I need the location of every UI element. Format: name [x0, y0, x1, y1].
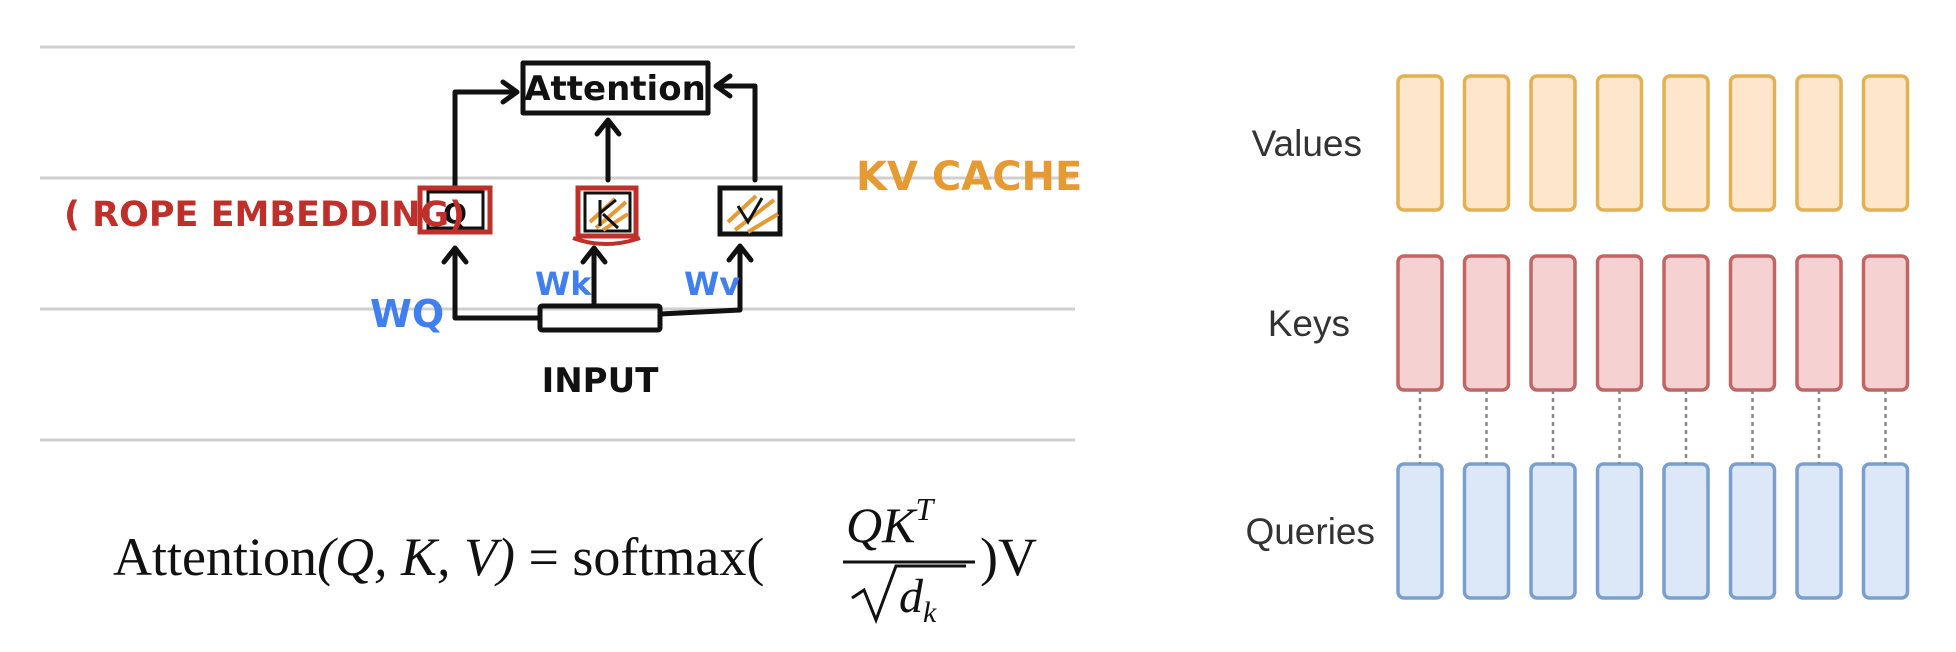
- wq-label: WQ: [370, 292, 444, 336]
- values-token-2: [1462, 74, 1511, 212]
- v-glyph-icon: [736, 197, 764, 225]
- keys-token-2: [1462, 254, 1511, 392]
- queries-token-3: [1529, 462, 1577, 600]
- ruled-lines: [40, 45, 1075, 442]
- rope-embedding-label: ( ROPE EMBEDDING): [64, 195, 465, 235]
- keys-token-7: [1795, 254, 1843, 392]
- k-glyph-icon: [598, 198, 620, 230]
- queries-token-8: [1861, 462, 1910, 600]
- sqrt-icon: [851, 564, 966, 625]
- values-token-5: [1662, 74, 1710, 212]
- query-box: Q: [417, 185, 493, 235]
- value-box: [717, 185, 783, 237]
- queries-token-7: [1795, 462, 1843, 600]
- key-hatch-icon: [588, 197, 630, 232]
- value-hatch-icon: [726, 194, 780, 234]
- queries-token-4: [1595, 462, 1644, 600]
- key-box: [572, 185, 641, 246]
- row-label-keys: Keys: [1268, 303, 1350, 344]
- queries-token-6: [1728, 462, 1777, 600]
- values-token-1: [1396, 74, 1444, 212]
- keys-token-8: [1861, 254, 1910, 392]
- keys-token-5: [1662, 254, 1710, 392]
- keys-token-6: [1728, 254, 1777, 392]
- values-token-3: [1529, 74, 1577, 212]
- keys-token-1: [1396, 254, 1444, 392]
- row-label-queries: Queries: [1245, 511, 1375, 552]
- wv-label: Wv: [684, 265, 740, 303]
- attention-input-arrows: [452, 73, 758, 188]
- query-box-label: Q: [443, 197, 467, 230]
- queries-token-2: [1462, 462, 1511, 600]
- values-token-7: [1795, 74, 1843, 212]
- queries-token-1: [1396, 462, 1444, 600]
- input-projections: [441, 243, 754, 333]
- input-label: INPUT: [542, 361, 660, 401]
- formula-lhs: Attention(Q, K, V) = softmax(: [113, 527, 764, 587]
- attention-box-label: Attention: [524, 69, 706, 109]
- attention-box: Attention: [520, 60, 711, 116]
- kv-cache-label: KV CACHE: [856, 154, 1082, 200]
- wk-label: Wk: [535, 265, 592, 303]
- keys-token-4: [1595, 254, 1644, 392]
- queries-token-5: [1662, 462, 1710, 600]
- attention-formula: Attention(Q, K, V) = softmax( QKT dk )V: [113, 491, 1037, 629]
- formula-numerator: QKT: [846, 491, 935, 553]
- keys-token-3: [1529, 254, 1577, 392]
- values-token-6: [1728, 74, 1777, 212]
- formula-tail: )V: [980, 527, 1037, 587]
- key-underline-icon: [572, 236, 641, 246]
- values-token-8: [1861, 74, 1910, 212]
- values-token-4: [1595, 74, 1644, 212]
- formula-denominator: dk: [899, 570, 937, 629]
- row-label-values: Values: [1252, 123, 1362, 164]
